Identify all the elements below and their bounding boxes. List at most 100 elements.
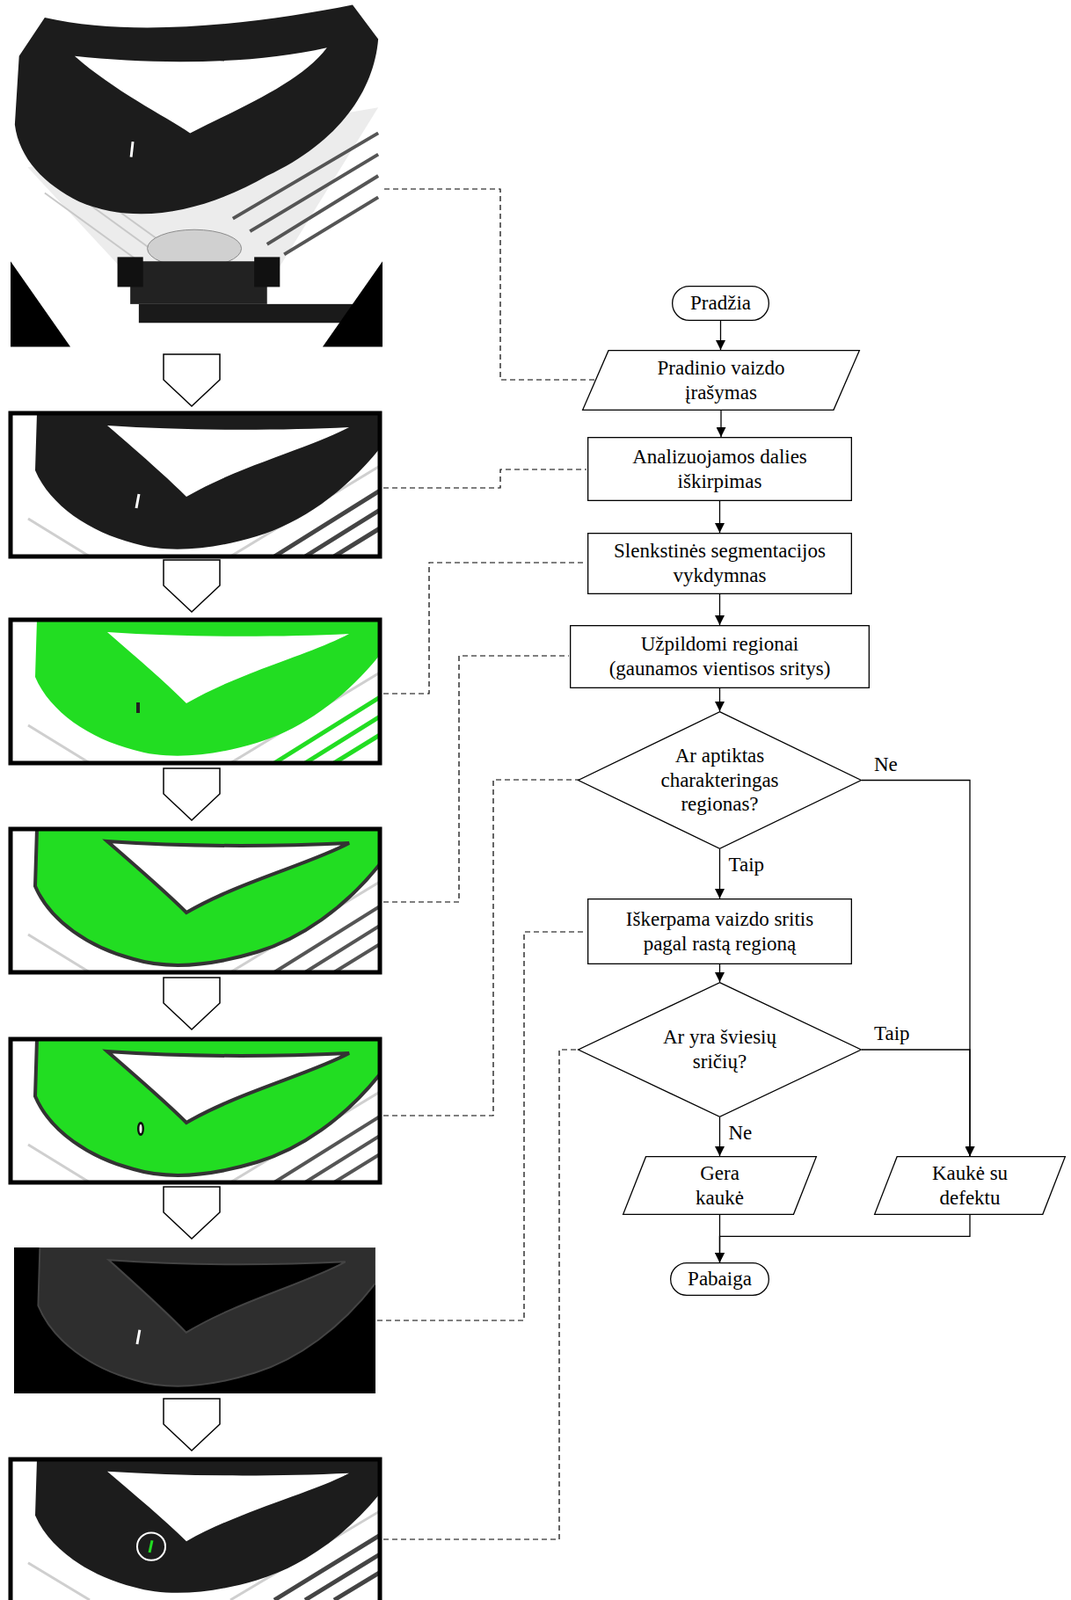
photo-ground (10, 413, 380, 557)
decision-diamond: Ar aptiktas charakteringas regionas? (577, 711, 862, 850)
step-chevron (163, 977, 220, 1030)
defect-mark (131, 141, 133, 158)
node-outline-shape (578, 983, 862, 1118)
leader-line (383, 562, 587, 694)
node-text: Gera kaukė (684, 1161, 756, 1210)
characteristic-region (35, 1039, 380, 1176)
node-text: Ar yra šviesių sričių? (654, 1025, 787, 1074)
holder (130, 261, 268, 305)
photo-original (10, 5, 383, 348)
process-box: Analizuojamos dalies iškirpimas (587, 437, 853, 502)
defect-circle (137, 1532, 166, 1560)
base-plate (138, 304, 353, 323)
decision-diamond: Ar yra šviesių sričių? (577, 982, 862, 1118)
cutout-region (37, 1247, 376, 1387)
node-outline (577, 982, 862, 1118)
connector (861, 780, 970, 1158)
node-text: Slenkstinės segmentacijos vykdymnas (594, 539, 846, 588)
leader-line (383, 655, 569, 903)
defect-mark (136, 494, 139, 509)
process-box: Užpildomi regionai (gaunamos vientisos s… (569, 625, 870, 689)
fixture-corner (322, 261, 383, 347)
node-text: Pradinio vaizdo įrašymas (633, 356, 809, 405)
node-outline-shape (588, 437, 853, 502)
node-text: Užpildomi regionai (gaunamos vientisos s… (601, 632, 839, 681)
photo-ground (10, 829, 380, 973)
photo-ground (10, 5, 383, 348)
photo-ground (10, 1039, 380, 1183)
detected-defect (149, 1540, 153, 1553)
photo-cutout (14, 1247, 376, 1394)
edge-label: Ne (727, 1121, 755, 1146)
photo-threshold (10, 619, 380, 764)
step-chevron (163, 1187, 220, 1239)
step-chevron (163, 354, 220, 407)
connector (719, 688, 721, 712)
node-outline-shape (670, 1263, 770, 1297)
step-chevrons (163, 354, 220, 1451)
process-box: Slenkstinės segmentacijos vykdymnas (587, 532, 853, 595)
segmented-region (35, 619, 380, 757)
region-hole (137, 1122, 145, 1137)
node-outline-shape (578, 712, 862, 850)
segment-gap (136, 702, 140, 714)
node-text: Pradžia (690, 291, 751, 316)
node-outline-shape (623, 1157, 817, 1216)
io-parallelogram: Pradinio vaizdo įrašymas (582, 349, 860, 411)
node-outline-shape (582, 350, 860, 411)
node-text: Pabaiga (687, 1267, 752, 1292)
step-chevron (163, 560, 220, 612)
node-outline-shape (874, 1157, 1066, 1216)
connector (720, 410, 722, 438)
photo-frame (10, 1459, 380, 1600)
photo-ground (10, 619, 380, 764)
holder-clip (254, 256, 280, 287)
photo-cropped (10, 413, 380, 557)
step-chevron (163, 768, 220, 821)
photo-ground (10, 1459, 380, 1600)
connector (720, 1215, 971, 1263)
node-text: Ar aptiktas charakteringas regionas? (654, 743, 787, 817)
node-outline-shape (588, 899, 853, 965)
edge-label: Taip (872, 1021, 912, 1047)
leader-lines (377, 189, 604, 1540)
edge-label: Taip (727, 852, 767, 878)
edge-label: Ne (872, 752, 900, 778)
io-parallelogram: Gera kaukė (622, 1156, 817, 1216)
photo-ground (14, 1247, 376, 1394)
connector (719, 964, 721, 983)
mask-seal (35, 413, 380, 550)
terminal-box: Pradžia (671, 285, 770, 321)
photo-region (10, 1039, 380, 1183)
leader-line (383, 1049, 604, 1540)
connector (720, 320, 722, 350)
holder-clip (117, 256, 144, 287)
connector (719, 849, 721, 899)
region-hole-core (139, 1124, 143, 1134)
step-chevron (163, 1398, 220, 1451)
node-text: Iškerpama vaizdo sritis pagal rastą regi… (614, 907, 826, 956)
connector (719, 1117, 721, 1157)
mask-seal (14, 5, 379, 215)
defect-mark (137, 1330, 140, 1345)
leader-line (377, 932, 587, 1321)
fixture-corner (10, 261, 71, 347)
node-outline-shape (570, 626, 870, 689)
leader-line (384, 189, 595, 380)
leader-line (383, 469, 587, 489)
photo-filled (10, 829, 380, 973)
leader-line (383, 779, 604, 1116)
photo-frame (10, 1039, 380, 1183)
terminal-box: Pabaiga (670, 1262, 770, 1297)
connector (719, 501, 721, 533)
photo-frame (10, 619, 380, 764)
photo-frame (10, 829, 380, 973)
mask-seal (35, 1459, 380, 1594)
node-outline-shape (588, 533, 853, 595)
node-text: Kaukė su defektu (917, 1161, 1023, 1210)
photo-result (10, 1459, 380, 1600)
node-text: Analizuojamos dalies iškirpimas (610, 444, 831, 494)
